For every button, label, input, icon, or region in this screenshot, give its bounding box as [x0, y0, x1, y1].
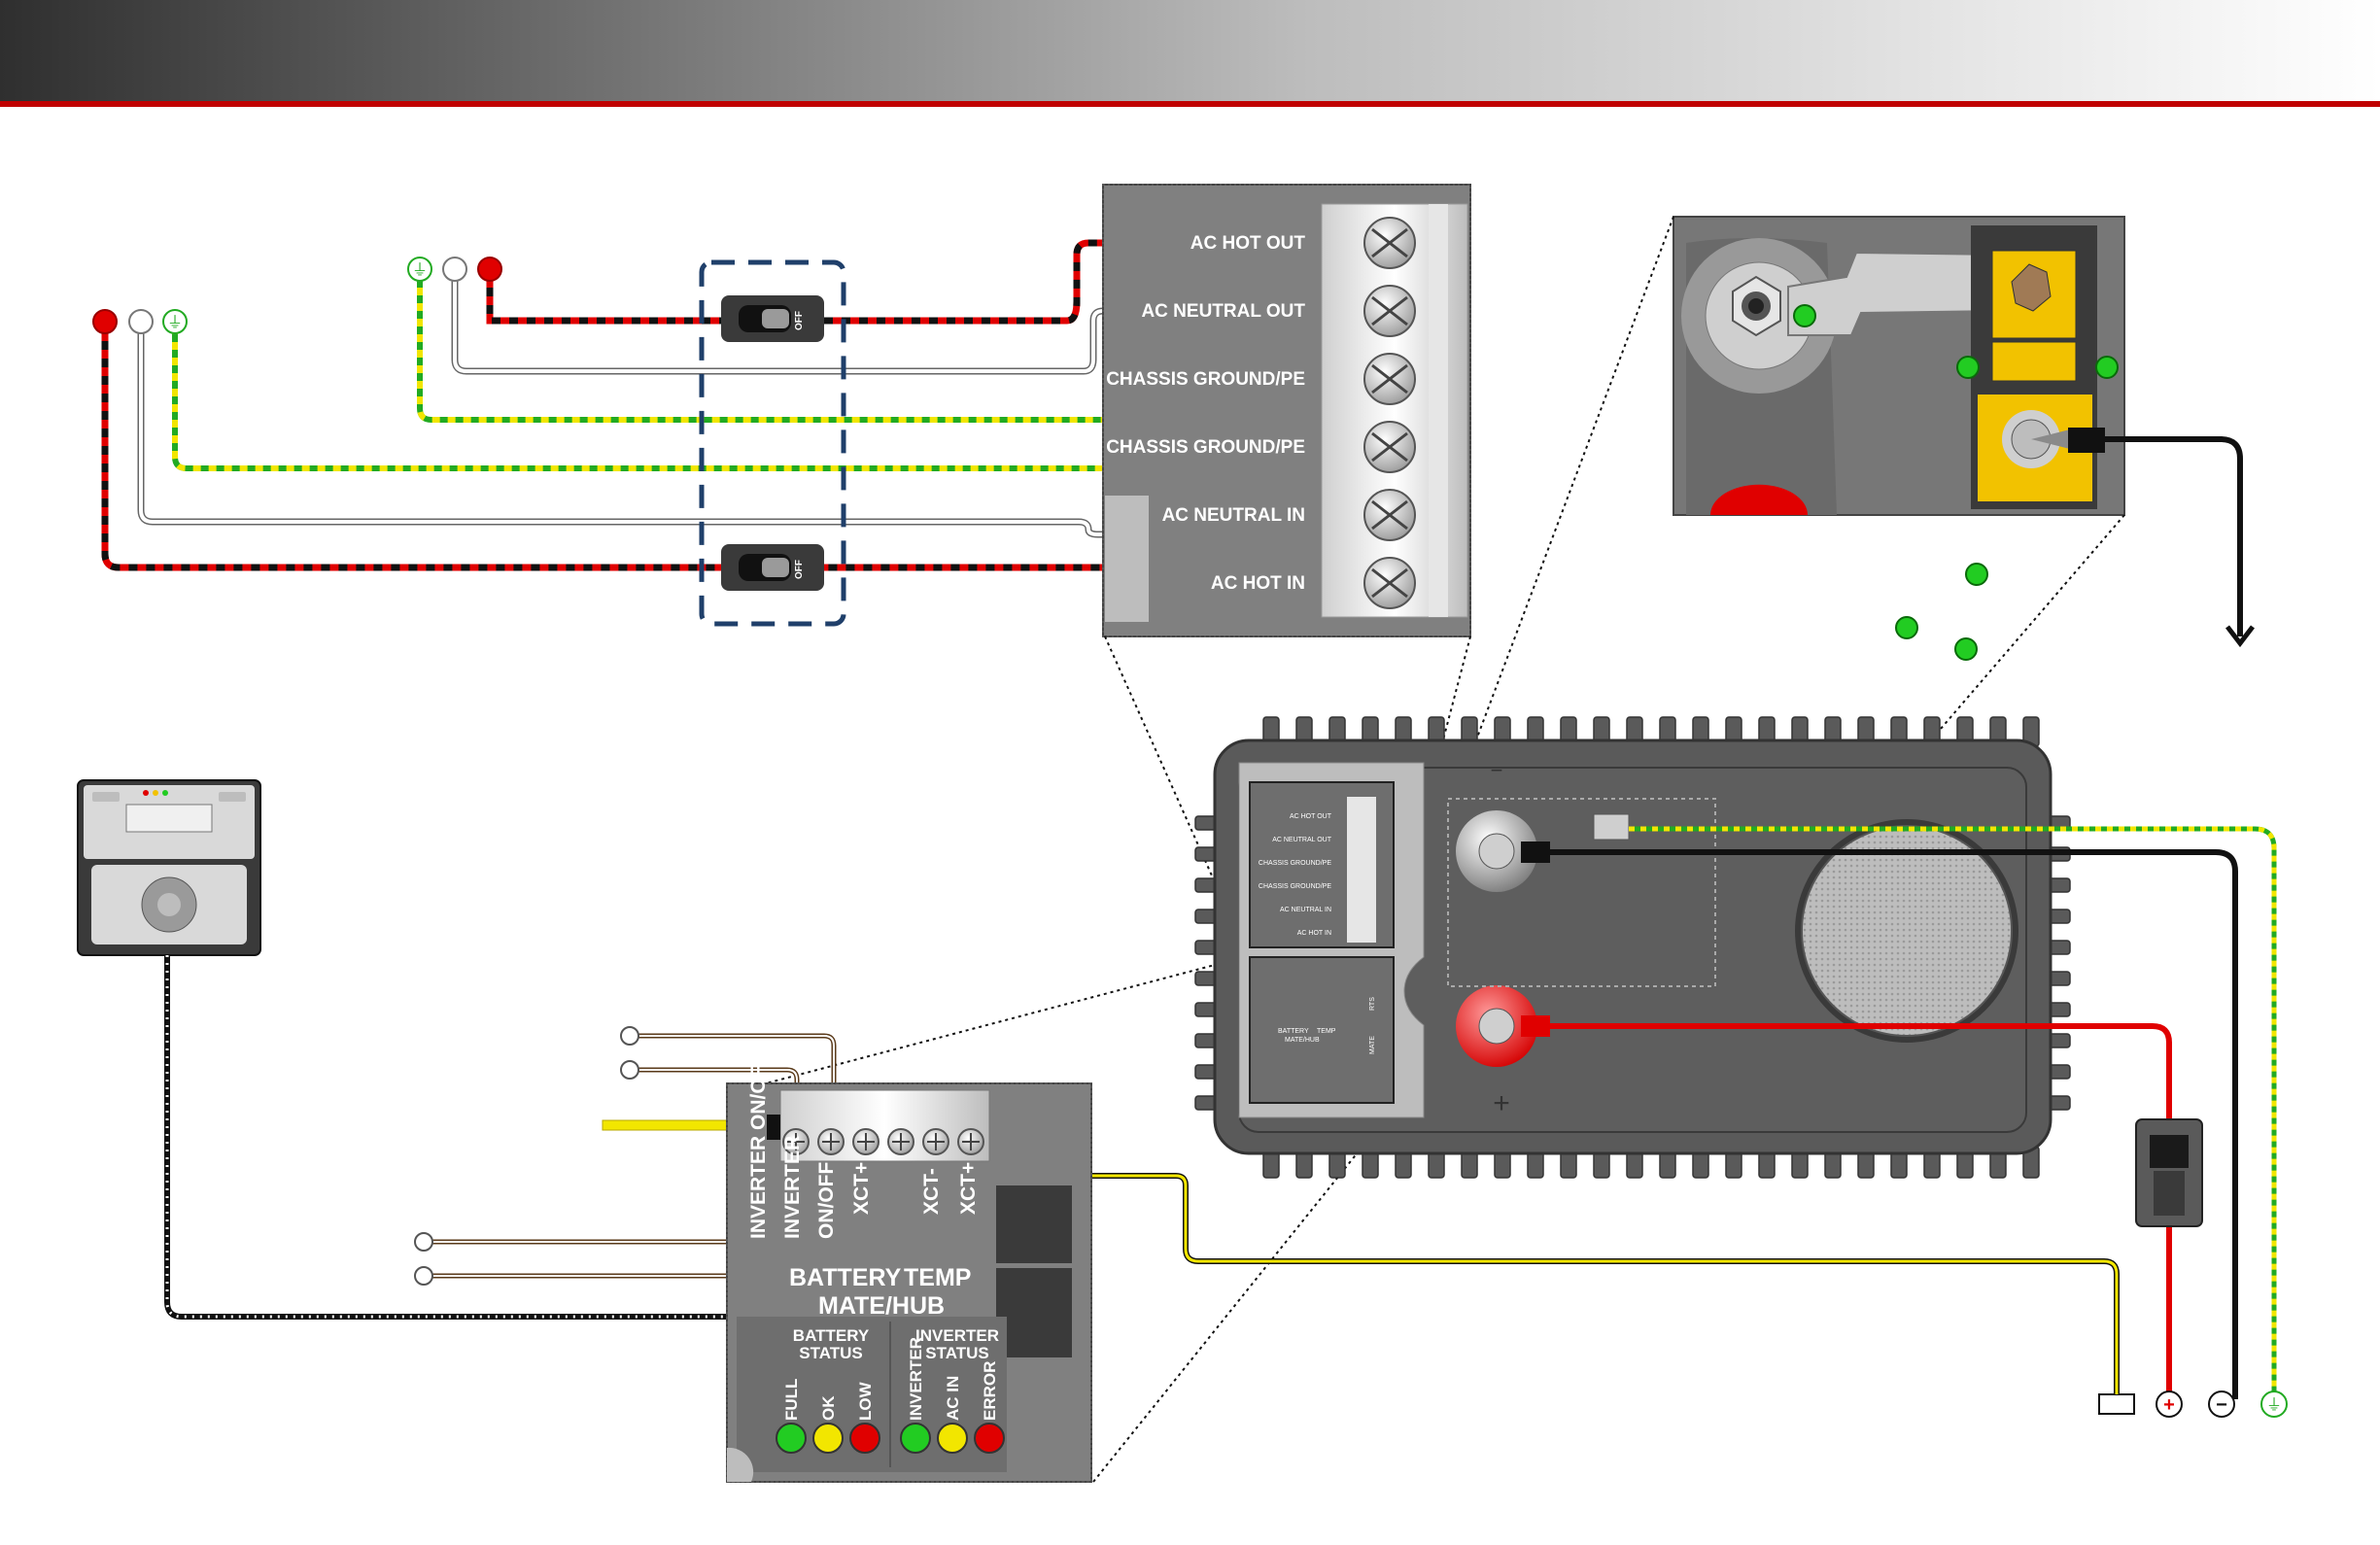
control-board-terminal-labels: INVERTER ON/OFF INVERTER ON/OFF XCT+ XCT…: [747, 1052, 999, 1362]
svg-text:AC NEUTRAL IN: AC NEUTRAL IN: [1280, 907, 1331, 913]
plus-sign: +: [1493, 1087, 1510, 1119]
ac-input-connectors: ⏚: [92, 309, 188, 334]
dc-lug-zoom: [1673, 216, 2125, 516]
inverter-enclosure: − +: [1194, 716, 2071, 1179]
ac-neutral-in-label: AC NEUTRAL IN: [1162, 505, 1305, 526]
control-board-screws[interactable]: [782, 1128, 984, 1155]
ac-output-connectors: ⏚: [407, 257, 502, 282]
led-label: AC IN: [944, 1376, 962, 1421]
svg-text:CHASSIS GROUND/PE: CHASSIS GROUND/PE: [1259, 883, 1331, 890]
chassis-ground-label-2: CHASSIS GROUND/PE: [1106, 437, 1305, 458]
led-label: FULL: [782, 1379, 801, 1421]
ac-terminal-zoom: [1102, 184, 1471, 637]
svg-text:AC HOT IN: AC HOT IN: [1297, 930, 1331, 937]
status-led: OK: [812, 1395, 844, 1454]
svg-text:XCT-: XCT-: [920, 1168, 943, 1215]
board-terminal-screw[interactable]: [887, 1128, 914, 1155]
dc-breaker[interactable]: [2135, 1118, 2203, 1227]
ground-icon: ⏚: [167, 314, 183, 331]
board-terminal-screw[interactable]: [782, 1128, 810, 1155]
ac-neutral-out-label: AC NEUTRAL OUT: [1141, 301, 1305, 322]
svg-text:XCT+: XCT+: [850, 1162, 873, 1215]
led-label: INVERTER: [907, 1337, 925, 1421]
hot-dot: [92, 309, 118, 334]
ac-terminal-screw[interactable]: [1363, 421, 1416, 473]
ac-hot-in-label: AC HOT IN: [1211, 573, 1305, 594]
ground-terminal: [2260, 1390, 2288, 1418]
ac-terminal-screw[interactable]: [1363, 489, 1416, 541]
breaker-input[interactable]: OFF: [721, 544, 824, 591]
led-label: LOW: [856, 1381, 875, 1421]
off-label: OFF: [794, 311, 805, 330]
ac-hot-out-label: AC HOT OUT: [1190, 233, 1306, 254]
status-led: INVERTER: [900, 1337, 931, 1454]
svg-text:BATTERY: BATTERY: [789, 1264, 902, 1291]
negative-terminal: [2208, 1390, 2235, 1418]
svg-text:TEMP: TEMP: [904, 1264, 971, 1291]
status-led: AC IN: [937, 1376, 968, 1454]
arrow-down-icon: [2225, 625, 2255, 648]
plus-icon: +: [2163, 1394, 2175, 1416]
status-led: LOW: [849, 1381, 880, 1454]
svg-text:BATTERY: BATTERY: [793, 1326, 870, 1345]
dc-cables: [1550, 826, 2277, 1399]
svg-text:AC NEUTRAL OUT: AC NEUTRAL OUT: [1272, 837, 1332, 843]
minus-sign: −: [1491, 758, 1503, 782]
neutral-dot: [128, 309, 154, 334]
svg-text:STATUS: STATUS: [799, 1344, 862, 1362]
status-led: FULL: [776, 1379, 807, 1454]
ac-terminal-screw[interactable]: [1363, 285, 1416, 337]
positive-terminal: [2156, 1390, 2183, 1418]
ac-terminal-screw[interactable]: [1363, 353, 1416, 405]
off-label: OFF: [794, 560, 805, 579]
svg-text:MATE/HUB: MATE/HUB: [818, 1292, 945, 1320]
ac-terminal-screws[interactable]: [1363, 217, 1416, 609]
ground-dot: [162, 309, 188, 334]
svg-text:INVERTER ON/OFF: INVERTER ON/OFF: [747, 1052, 770, 1239]
svg-text:MATE/HUB: MATE/HUB: [1285, 1037, 1320, 1044]
svg-text:STATUS: STATUS: [925, 1344, 988, 1362]
board-terminal-screw[interactable]: [957, 1128, 984, 1155]
dc-lug-cable: [2104, 436, 2243, 636]
led-label: ERROR: [981, 1361, 999, 1421]
header-bar: [0, 0, 2380, 107]
board-terminal-screw[interactable]: [852, 1128, 880, 1155]
svg-text:ON/OFF: ON/OFF: [815, 1162, 838, 1239]
ground-dot: [407, 257, 432, 282]
status-led: ERROR: [974, 1361, 1005, 1454]
ac-terminal-screw[interactable]: [1363, 557, 1416, 609]
svg-text:INVERTER: INVERTER: [781, 1136, 804, 1239]
breaker-output[interactable]: OFF: [721, 295, 824, 342]
status-leds: FULL OK LOW INVERTER AC IN ERROR: [776, 1337, 1005, 1454]
svg-text:CHASSIS GROUND/PE: CHASSIS GROUND/PE: [1259, 860, 1331, 867]
ground-icon: ⏚: [2266, 1396, 2282, 1414]
svg-text:AC HOT OUT: AC HOT OUT: [1290, 813, 1332, 820]
neutral-dot: [442, 257, 467, 282]
hot-dot: [477, 257, 502, 282]
comm-terminal: [2098, 1393, 2135, 1415]
ac-terminal-screw[interactable]: [1363, 217, 1416, 269]
inverter-mini-labels: AC HOT OUT AC NEUTRAL OUT CHASSIS GROUND…: [1259, 813, 1376, 1054]
dc-terminals: + − ⏚: [2098, 1390, 2288, 1418]
svg-text:INVERTER: INVERTER: [915, 1326, 999, 1345]
svg-text:TEMP: TEMP: [1317, 1028, 1336, 1035]
breaker-box: [699, 259, 846, 627]
svg-text:XCT+: XCT+: [957, 1162, 980, 1215]
ac-terminal-labels: AC HOT OUT AC NEUTRAL OUT CHASSIS GROUND…: [1106, 233, 1305, 594]
led-label: OK: [819, 1395, 838, 1421]
svg-text:RTS: RTS: [1369, 997, 1376, 1011]
remote-panel: [77, 779, 261, 956]
minus-icon: −: [2216, 1394, 2227, 1416]
board-terminal-screw[interactable]: [922, 1128, 949, 1155]
ground-icon: ⏚: [412, 261, 428, 279]
svg-text:MATE: MATE: [1369, 1036, 1376, 1054]
header-rule: [0, 101, 2380, 107]
chassis-ground-label-1: CHASSIS GROUND/PE: [1106, 369, 1305, 390]
svg-text:BATTERY: BATTERY: [1278, 1028, 1309, 1035]
board-terminal-screw[interactable]: [817, 1128, 845, 1155]
signal-connector-dots: [414, 1026, 639, 1286]
